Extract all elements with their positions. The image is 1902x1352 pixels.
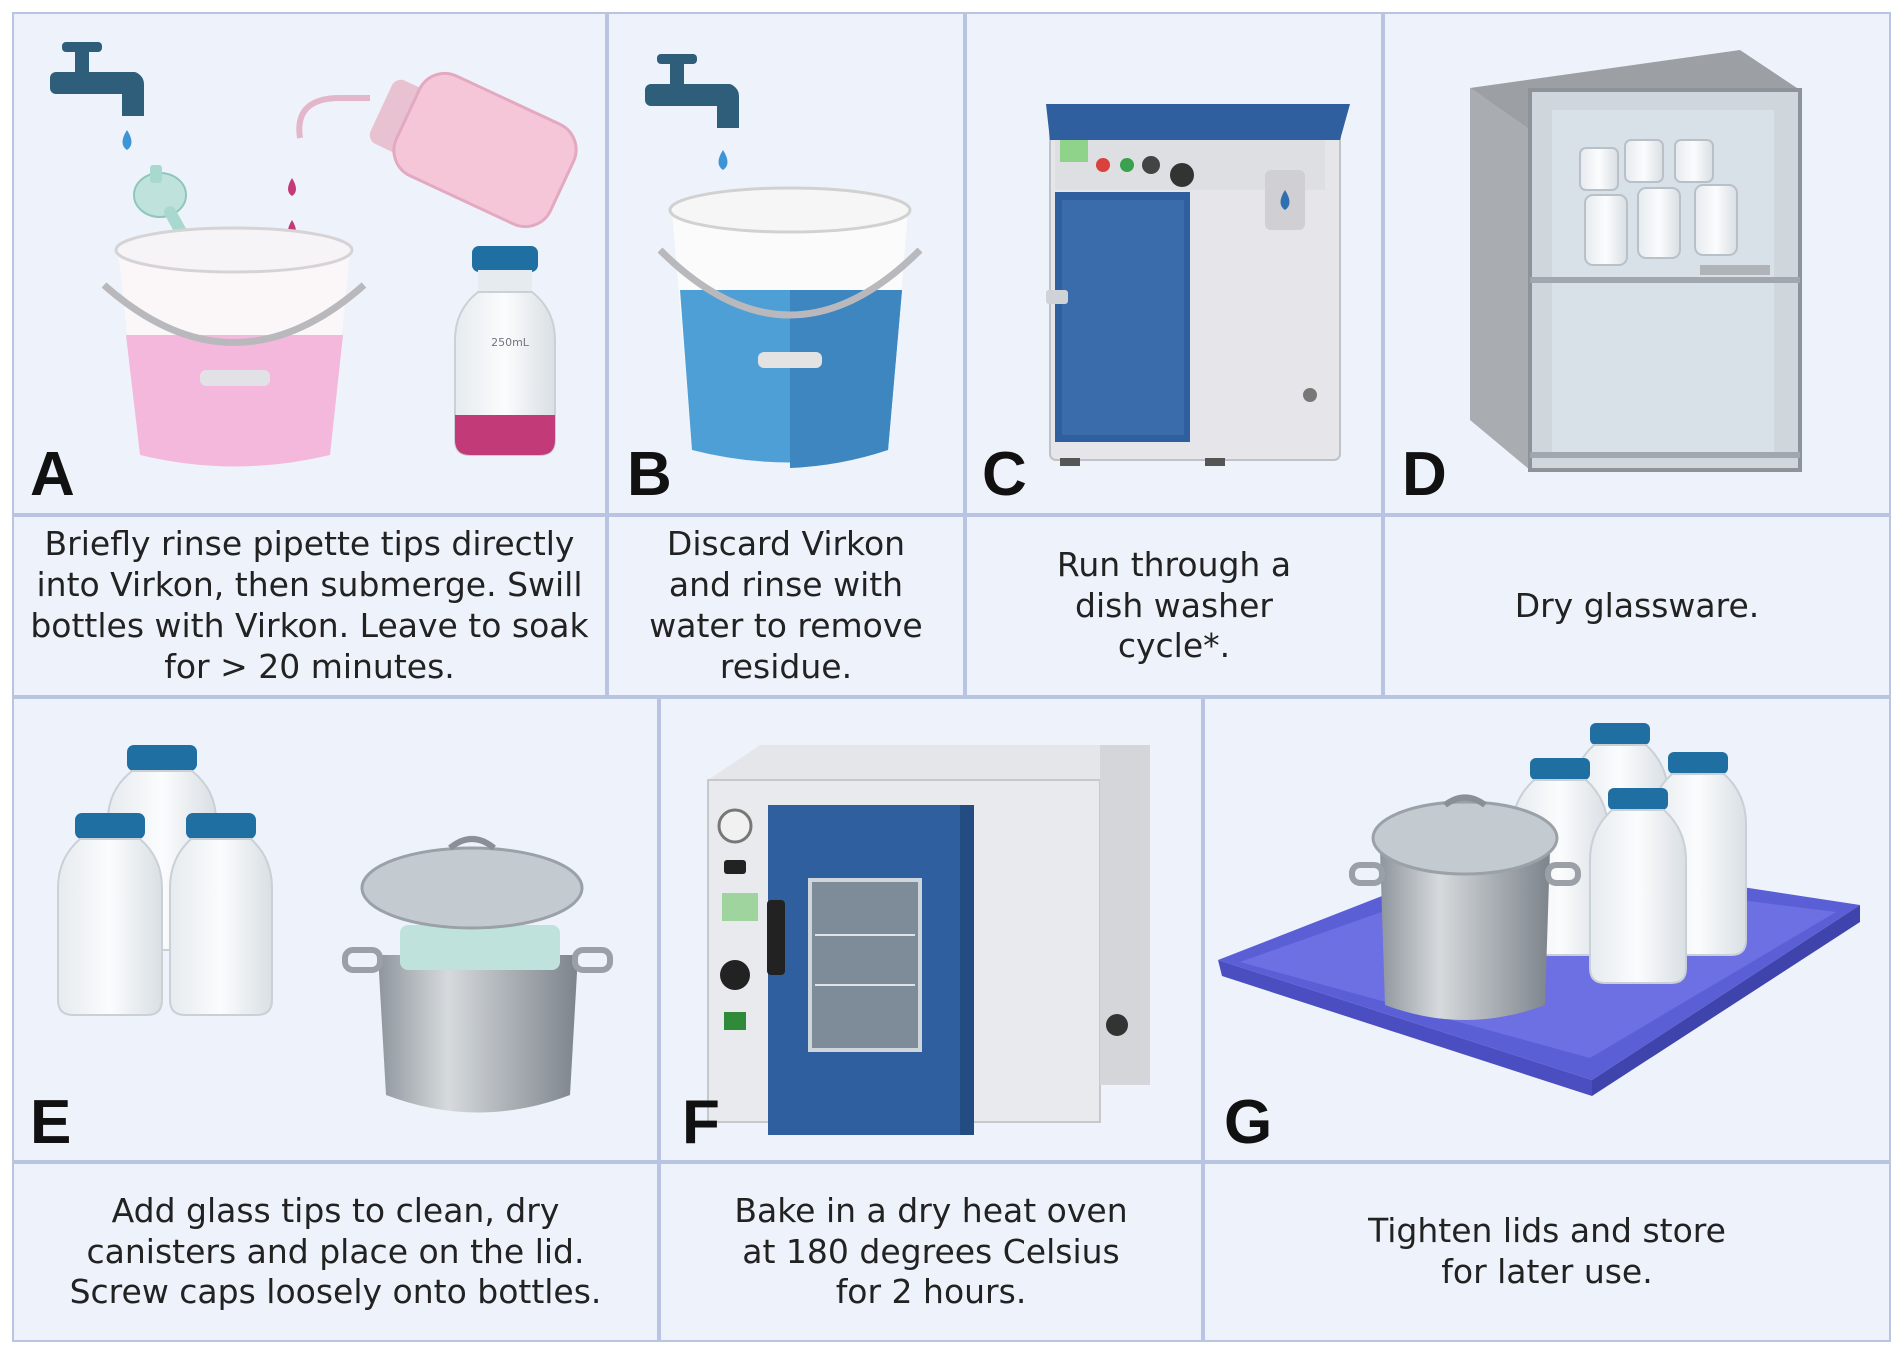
- panel-e-caption-box: [12, 1162, 659, 1342]
- wash-bottle-icon: [296, 71, 578, 229]
- panel-b-caption-box: [607, 515, 965, 697]
- panel-f-caption-box: [659, 1162, 1203, 1342]
- bucket-blue-icon: [657, 186, 923, 468]
- step-caption-f: Bake in a dry heat oven at 180 degrees C…: [734, 1190, 1128, 1312]
- panel-c-caption-box: [965, 515, 1383, 697]
- step-letter-d: D: [1402, 440, 1447, 509]
- step-caption-g: Tighten lids and store for later use.: [1368, 1211, 1726, 1291]
- tap-icon: [50, 42, 144, 116]
- step-letter-f: F: [682, 1088, 720, 1157]
- tap-icon: [645, 54, 739, 128]
- bottle-group-icon: [57, 745, 273, 1016]
- lab-bottle-icon: 250mL: [454, 246, 556, 456]
- panel-d-caption-box: [1383, 515, 1891, 697]
- step-letter-b: B: [627, 440, 672, 509]
- water-drop-icon: [718, 150, 728, 170]
- step-letter-g: G: [1224, 1088, 1273, 1157]
- canister-icon: [342, 836, 613, 1113]
- step-caption-d: Dry glassware.: [1514, 585, 1760, 625]
- drying-cabinet-icon: [1470, 50, 1802, 472]
- bottle-volume-label: 250mL: [491, 336, 530, 349]
- step-letter-a: A: [30, 440, 75, 509]
- step-caption-a: Briefly rinse pipette tips directly into…: [30, 524, 589, 686]
- panel-g-caption-box: [1203, 1162, 1891, 1342]
- panel-a-caption-box: [12, 515, 607, 697]
- canister-icon: [1349, 794, 1581, 1020]
- step-caption-e: Add glass tips to clean, dry canisters a…: [69, 1190, 602, 1312]
- bucket-pink-icon: [101, 226, 367, 467]
- step-letter-c: C: [982, 440, 1027, 509]
- dishwasher-icon: [1046, 104, 1350, 466]
- virkon-drop-icon: [288, 178, 296, 196]
- oven-icon: [707, 745, 1150, 1135]
- water-drop-icon: [122, 130, 132, 150]
- step-letter-e: E: [30, 1088, 72, 1157]
- step-caption-b: Discard Virkon and rinse with water to r…: [649, 524, 923, 686]
- step-caption-c: Run through a dish washer cycle*.: [1056, 544, 1292, 666]
